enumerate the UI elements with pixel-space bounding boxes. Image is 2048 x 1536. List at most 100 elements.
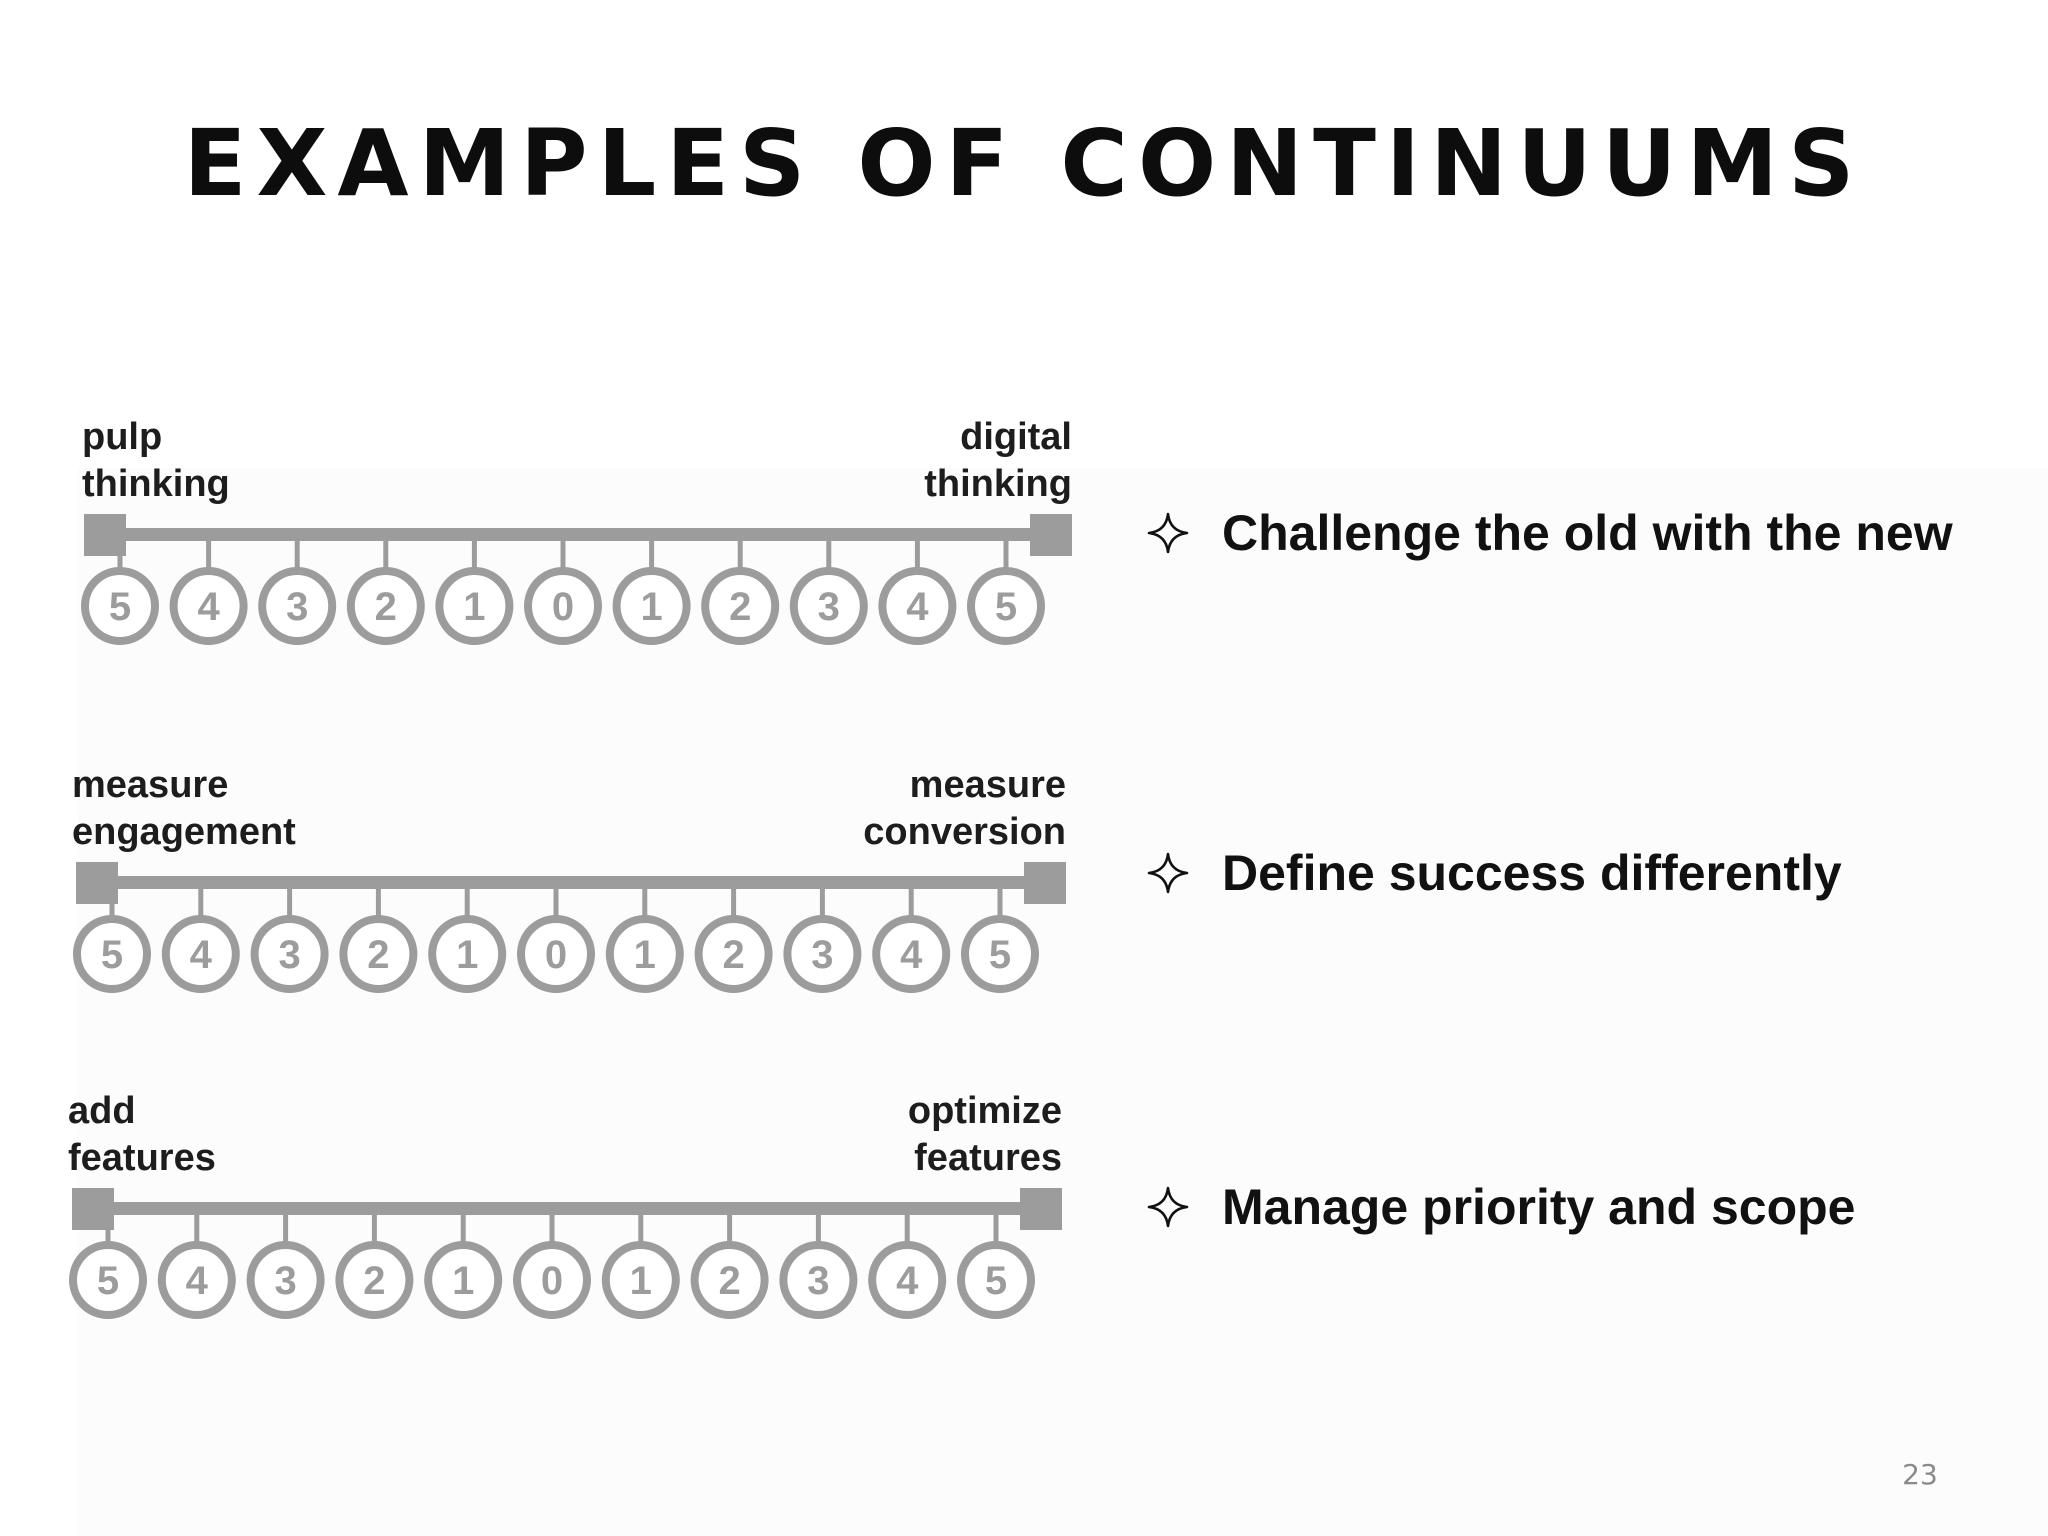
label-line: add <box>68 1090 136 1132</box>
scale-point-circle <box>961 915 1039 993</box>
scale-point-circle <box>783 915 862 993</box>
continuum-left-label: pulp thinking <box>82 414 230 508</box>
bullet-item: Challenge the old with the new <box>1146 503 1953 563</box>
scale-bar <box>96 1202 1042 1215</box>
label-line: measure <box>909 764 1066 806</box>
continuum-left-label: measure engagement <box>72 762 296 856</box>
scale-point-label: 1 <box>456 933 478 977</box>
continuum-scale: 5 4 3 2 1 0 1 2 3 4 5 <box>69 1188 1062 1319</box>
scale-point-label: 2 <box>363 1259 385 1303</box>
scale-point-label: 5 <box>101 933 123 977</box>
scale-point-circle <box>967 567 1045 645</box>
four-point-star-icon <box>1147 852 1189 894</box>
slide-title: EXAMPLES OF CONTINUUMS <box>183 110 1865 217</box>
scale-point-label: 2 <box>375 585 397 629</box>
scale-point-circle <box>612 567 691 645</box>
scale-point-circle <box>428 915 507 993</box>
scale-point-circle <box>872 915 951 993</box>
bullet-text: Define success differently <box>1222 845 1842 901</box>
bullet-text: Challenge the old with the new <box>1222 505 1953 561</box>
label-line: engagement <box>72 811 296 853</box>
scale-point-circle <box>339 915 418 993</box>
scale-point-circle <box>161 915 240 993</box>
bullet-item: Manage priority and scope <box>1146 1177 1855 1237</box>
scale-point-circle <box>513 1241 591 1319</box>
scale-point-label: 0 <box>552 585 574 629</box>
scale-point-label: 1 <box>634 933 656 977</box>
scale-point-label: 4 <box>906 585 929 629</box>
scale-point-circle <box>69 1241 147 1319</box>
scale-point-circle <box>868 1241 947 1319</box>
scale-point-circle <box>878 567 957 645</box>
continuum-scale: 5 4 3 2 1 0 1 2 3 4 5 <box>81 514 1072 645</box>
figure-panel <box>78 468 2048 1536</box>
scale-point-label: 1 <box>463 585 485 629</box>
scale-point-circle <box>690 1241 769 1319</box>
four-point-star-icon <box>1147 512 1189 554</box>
scale-point-label: 3 <box>818 585 840 629</box>
label-line: thinking <box>924 463 1072 505</box>
scale-point-circle <box>346 567 425 645</box>
scale-point-label: 3 <box>274 1259 296 1303</box>
scale-point-circle <box>258 567 337 645</box>
scale-point-label: 4 <box>896 1259 919 1303</box>
scale-point-label: 5 <box>989 933 1011 977</box>
scale-point-label: 5 <box>97 1259 119 1303</box>
scale-point-circle <box>246 1241 325 1319</box>
scale-point-label: 1 <box>630 1259 652 1303</box>
scale-point-label: 2 <box>729 585 751 629</box>
scale-point-label: 5 <box>995 585 1017 629</box>
label-line: pulp <box>82 416 163 458</box>
scale-point-circle <box>694 915 773 993</box>
scale-bar <box>100 876 1046 889</box>
scale-point-circle <box>517 915 595 993</box>
bullet-item: Define success differently <box>1146 843 1842 903</box>
scale-point-circle <box>169 567 248 645</box>
scale-point-label: 1 <box>452 1259 474 1303</box>
scale-point-label: 3 <box>811 933 833 977</box>
scale-point-circle <box>524 567 602 645</box>
label-line: optimize <box>907 1090 1062 1132</box>
continuum-add-optimize: add features optimize features 5 4 3 2 1 0 1 2 3… <box>56 1088 1062 1388</box>
scale-point-label: 3 <box>807 1259 829 1303</box>
scale-point-label: 2 <box>718 1259 740 1303</box>
scale-point-circle <box>250 915 329 993</box>
scale-point-label: 4 <box>900 933 923 977</box>
continuum-left-label: add features <box>68 1088 216 1182</box>
scale-point-label: 3 <box>286 585 308 629</box>
scale-point-label: 0 <box>541 1259 563 1303</box>
scale-point-label: 5 <box>985 1259 1007 1303</box>
four-point-star-icon <box>1147 1186 1189 1228</box>
scale-point-label: 4 <box>197 585 220 629</box>
scale-point-label: 2 <box>722 933 744 977</box>
scale-point-circle <box>335 1241 414 1319</box>
label-line: thinking <box>82 463 230 505</box>
label-line: features <box>68 1137 216 1179</box>
continuum-right-label: digital thinking <box>924 414 1072 508</box>
scale-point-circle <box>73 915 151 993</box>
continuum-right-label: measure conversion <box>863 762 1066 856</box>
bullet-text: Manage priority and scope <box>1222 1179 1856 1235</box>
continuum-right-label: optimize features <box>908 1088 1062 1182</box>
scale-point-circle <box>957 1241 1035 1319</box>
scale-point-label: 4 <box>186 1259 209 1303</box>
scale-point-circle <box>605 915 684 993</box>
scale-point-circle <box>779 1241 858 1319</box>
continuum-engagement-conversion: measure engagement measure conversion 5 4… <box>60 762 1066 1062</box>
scale-point-circle <box>435 567 514 645</box>
scale-point-label: 5 <box>109 585 131 629</box>
scale-point-label: 1 <box>640 585 662 629</box>
scale-point-circle <box>157 1241 236 1319</box>
scale-bar <box>108 528 1052 541</box>
scale-point-label: 3 <box>278 933 300 977</box>
scale-point-label: 0 <box>545 933 567 977</box>
label-line: digital <box>960 416 1072 458</box>
scale-point-label: 2 <box>367 933 389 977</box>
page-number: 23 <box>1902 1458 1938 1491</box>
scale-point-circle <box>424 1241 503 1319</box>
scale-point-circle <box>601 1241 680 1319</box>
scale-point-circle <box>81 567 159 645</box>
scale-point-circle <box>701 567 780 645</box>
scale-point-circle <box>789 567 868 645</box>
